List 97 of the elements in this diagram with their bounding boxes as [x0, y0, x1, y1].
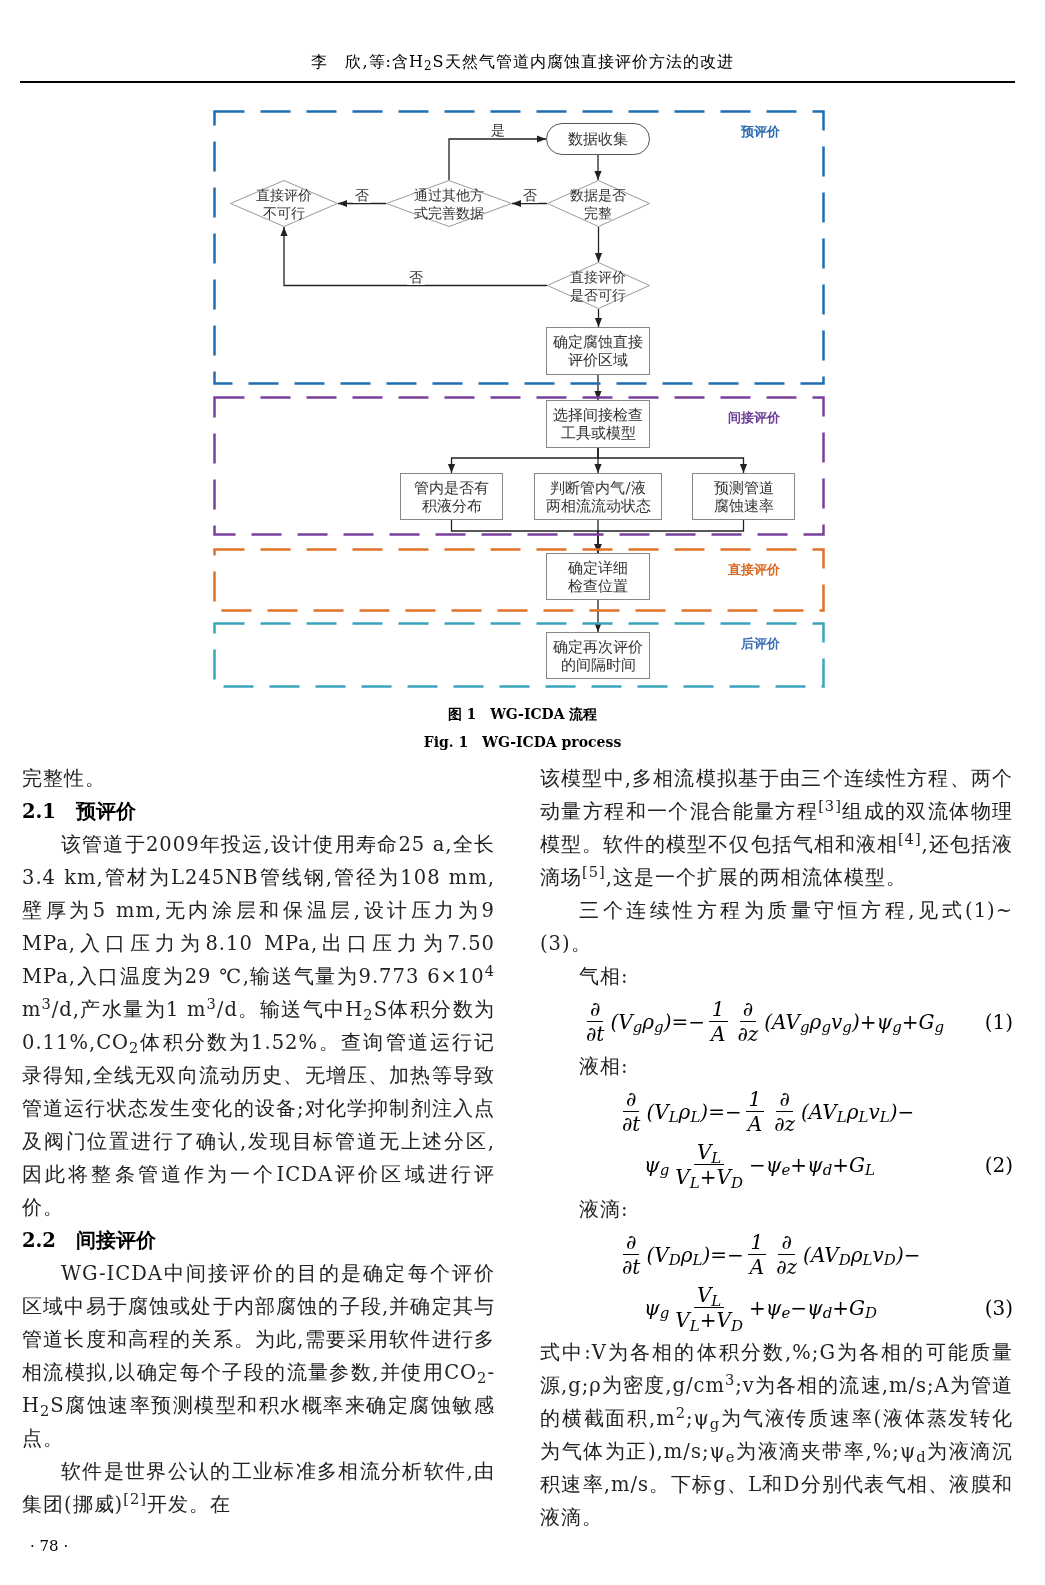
- equation-term: A: [708, 1022, 727, 1046]
- process-box: [400, 473, 503, 520]
- node-label: 选择间接检查工具或模型: [553, 406, 643, 442]
- equation-term: V$_{L}$: [693, 1140, 725, 1165]
- equation-term: A: [747, 1255, 766, 1279]
- equation-term: −ψ$_{e}$+ψ$_{d}$+G$_{L}$: [748, 1151, 876, 1180]
- body-paragraph: 该管道于2009年投运,设计使用寿命25 a,全长3.4 km,管材为L245NB管线钢,管径为108 mm,壁厚为5 mm,无内涂层和保温层,设计压力为9 MPa,入口压力为8.10 MPa,出口压力为7.50 MPa,入口温度为29 ℃,输送气量为9.773 6×10$^{4}$ m$^{3}$/d,产水量为1 m$^{3}$/d。输送气中H$_{2}$S体积分数为0.11%,CO$_{2}$体积分数为1.52%。查询管道运行记录得知,全线无双向流动历史、无增压、加热等导致管道运行状态发生变化的设备;对化学抑制剂注入点及阀门位置进行了确认,发现目标管道无上述分区,因此将整条管道作为一个ICDA评价区域进行评价。: [22, 833, 495, 1219]
- page-number: · 78 ·: [30, 1537, 69, 1555]
- equation-number: (1): [984, 1009, 1013, 1034]
- region-title: 后评价: [741, 636, 780, 651]
- node-label: 确定腐蚀直接评价区域: [553, 333, 643, 369]
- arrow: [597, 447, 748, 474]
- equation-term: V$_{L}$+V$_{D}$: [674, 1308, 744, 1332]
- equation-term: (V$_{L}$ρ$_{L}$)=−: [646, 1098, 742, 1127]
- arrow: [280, 226, 548, 287]
- body-paragraph: 软件是世界公认的工业标准多相流分析软件,由集团(挪威)$^{[2]}$开发。在: [22, 1460, 495, 1516]
- body-paragraph: 该模型中,多相流模拟基于由三个连续性方程、两个动量方程和一个混合能量方程$^{[3]}$组成的双流体物理模型。软件的模型不仅包括气相和液相$^{[4]}$,还包括液滴场$^{[5]}$,这是一个扩展的两相流体模型。: [540, 767, 1013, 889]
- arrow: [511, 199, 548, 208]
- node-label: 直接评价是否可行: [570, 268, 627, 303]
- equation-term: (AV$_{D}$ρ$_{L}$v$_{D}$)−: [803, 1241, 921, 1270]
- node-label: 数据是否完整: [570, 186, 627, 221]
- equation-term: ∂z: [773, 1112, 796, 1136]
- equation-term: V$_{L}$: [693, 1283, 725, 1308]
- arrow: [594, 308, 603, 328]
- equation-number: (3): [984, 1295, 1013, 1320]
- equation-term: 1: [708, 997, 728, 1022]
- section-heading: 2.1 预评价: [22, 800, 136, 823]
- equation-term: ∂t: [585, 1022, 606, 1046]
- equation-term: ∂: [587, 997, 604, 1022]
- decision-diamond: [386, 180, 512, 227]
- equation-heading: 液相:: [579, 1055, 629, 1078]
- dashed-region: [213, 622, 825, 688]
- equation-term: ∂t: [621, 1112, 642, 1136]
- node-label: 通过其他方式完善数据: [414, 186, 484, 221]
- equation-term: V$_{L}$+V$_{D}$: [674, 1165, 744, 1189]
- process-box: [546, 327, 650, 375]
- equation-term: ∂: [739, 997, 756, 1022]
- equation-heading: 液滴:: [579, 1198, 629, 1221]
- figure-caption: Fig. 1 WG-ICDA process: [423, 734, 622, 750]
- equation-term: ∂: [776, 1087, 793, 1112]
- arrow: [594, 599, 602, 633]
- equation-term: ∂z: [775, 1255, 799, 1279]
- equation-number: (2): [984, 1152, 1013, 1177]
- edge-label: 是: [488, 122, 507, 138]
- body-paragraph: WG-ICDA中间接评价的目的是确定每个评价区域中易于腐蚀或处于内部腐蚀的子段,并确定其与管道长度和高程的关系。为此,需要采用软件进行多相流模拟,以确定每个子段的流量参数,并使用CO$_{2}$-H$_{2}$S腐蚀速率预测模型和积水概率来确定腐蚀敏感点。: [22, 1262, 495, 1450]
- equation-term: ∂z: [736, 1022, 760, 1046]
- equation-term: (AV$_{g}$ρ$_{g}$v$_{g}$)+ψ$_{g}$+G$_{g}$: [764, 1008, 945, 1037]
- equation-term: ∂: [623, 1087, 640, 1112]
- dashed-region: [213, 110, 825, 385]
- node-label: 预测管道腐蚀速率: [713, 478, 774, 515]
- arrow: [594, 226, 603, 263]
- process-box: [546, 400, 650, 448]
- arrow: [448, 135, 547, 181]
- running-header: 李 欣,等:含H$_{2}$S天然气管道内腐蚀直接评价方法的改进: [311, 52, 734, 71]
- region-title: 直接评价: [728, 562, 780, 577]
- equation-term: (V$_{g}$ρ$_{g}$)=−: [610, 1008, 705, 1037]
- dashed-region: [213, 396, 825, 536]
- equation-term: ∂: [623, 1230, 640, 1255]
- equation-term: ∂: [778, 1230, 795, 1255]
- figure-caption: 图 1 WG-ICDA 流程: [447, 706, 598, 722]
- process-box: [692, 473, 795, 520]
- decision-diamond: [547, 180, 650, 227]
- edge-label: 否: [520, 186, 539, 203]
- node-label: 确定详细检查位置: [568, 558, 628, 595]
- node-label: 直接评价不可行: [256, 186, 312, 221]
- region-title: 预评价: [741, 124, 780, 139]
- process-box: [546, 553, 650, 600]
- body-text: 完整性。: [22, 767, 106, 790]
- section-heading: 2.2 间接评价: [22, 1229, 156, 1252]
- equation-term: 1: [747, 1230, 767, 1255]
- region-title: 间接评价: [728, 410, 780, 425]
- equation-term: ψ$_{g}$: [644, 1151, 670, 1180]
- equation-term: ψ$_{g}$: [644, 1294, 670, 1323]
- node-label: 数据收集: [568, 130, 628, 148]
- decision-diamond: [230, 180, 338, 227]
- equation-term: A: [745, 1112, 764, 1136]
- dashed-region: [213, 548, 825, 612]
- node-label: 判断管内气/液两相流流动状态: [545, 478, 651, 515]
- arrow: [594, 154, 602, 181]
- body-paragraph: 式中:V为各相的体积分数,%;G为各相的可能质量源,g;ρ为密度,g/cm$^{3}$;v为各相的流速,m/s;A为管道的横截面积,m$^{2}$;ψ$_{g}$为气液传质速率(液体蒸发转化为气体为正),m/s;ψ$_{e}$为液滴夹带率,%;ψ$_{d}$为液滴沉积速率,m/s。下标g、L和D分别代表气相、液膜和液滴。: [540, 1341, 1013, 1529]
- decision-diamond: [547, 262, 650, 309]
- edge-label: 否: [406, 268, 425, 285]
- equation-term: +ψ$_{e}$−ψ$_{d}$+G$_{D}$: [748, 1294, 878, 1323]
- equation-heading: 气相:: [579, 965, 629, 988]
- process-box: [546, 632, 650, 679]
- edge-label: 否: [353, 186, 371, 203]
- node-label: 管内是否有积液分布: [414, 478, 489, 515]
- equation-term: ∂t: [621, 1255, 642, 1279]
- body-text: 三个连续性方程为质量守恒方程,见式(1)~(3)。: [540, 899, 1013, 955]
- arrow: [594, 374, 602, 401]
- equation-term: 1: [745, 1087, 765, 1112]
- arrow: [337, 199, 387, 208]
- node-label: 确定再次评价的间隔时间: [553, 637, 643, 674]
- terminal-box: [546, 123, 650, 155]
- process-box: [534, 473, 662, 520]
- equation-term: (V$_{D}$ρ$_{L}$)=−: [646, 1241, 744, 1270]
- equation-term: (AV$_{L}$ρ$_{L}$v$_{L}$)−: [801, 1098, 915, 1127]
